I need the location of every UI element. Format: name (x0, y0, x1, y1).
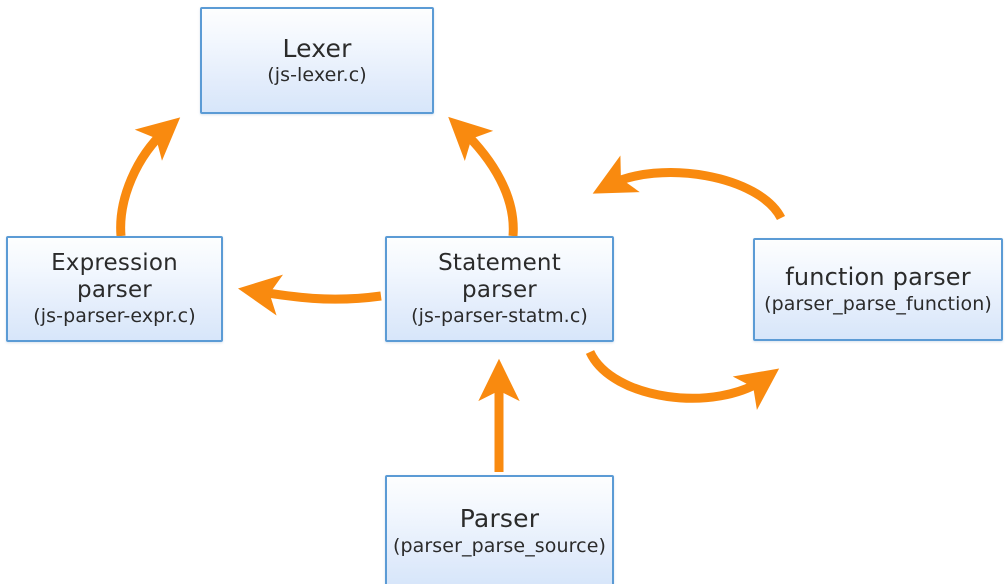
node-parser-title: Parser (459, 504, 540, 534)
edge-statement-to-function (585, 349, 780, 411)
node-statement-parser-title: Statement parser (438, 249, 561, 304)
node-function-parser-subtitle: (parser_parse_function) (764, 292, 992, 315)
node-expression-parser-title: Expression parser (51, 249, 178, 304)
node-lexer[interactable]: Lexer (js-lexer.c) (200, 7, 434, 114)
node-statement-parser[interactable]: Statement parser (js-parser-statm.c) (385, 236, 614, 342)
node-lexer-title: Lexer (282, 33, 352, 63)
edge-statement-to-expression (237, 274, 382, 316)
node-expression-parser[interactable]: Expression parser (js-parser-expr.c) (6, 236, 223, 342)
edge-function-to-statement (592, 155, 786, 221)
edge-expression-to-lexer (116, 117, 181, 237)
node-parser-subtitle: (parser_parse_source) (392, 534, 607, 557)
node-function-parser[interactable]: function parser (parser_parse_function) (753, 238, 1003, 341)
node-function-parser-title: function parser (785, 263, 971, 292)
node-lexer-subtitle: (js-lexer.c) (267, 64, 367, 87)
node-statement-parser-subtitle: (js-parser-statm.c) (411, 305, 588, 328)
edge-statement-to-lexer (448, 116, 518, 237)
node-expression-parser-subtitle: (js-parser-expr.c) (33, 305, 196, 328)
node-parser[interactable]: Parser (parser_parse_source) (385, 475, 614, 584)
